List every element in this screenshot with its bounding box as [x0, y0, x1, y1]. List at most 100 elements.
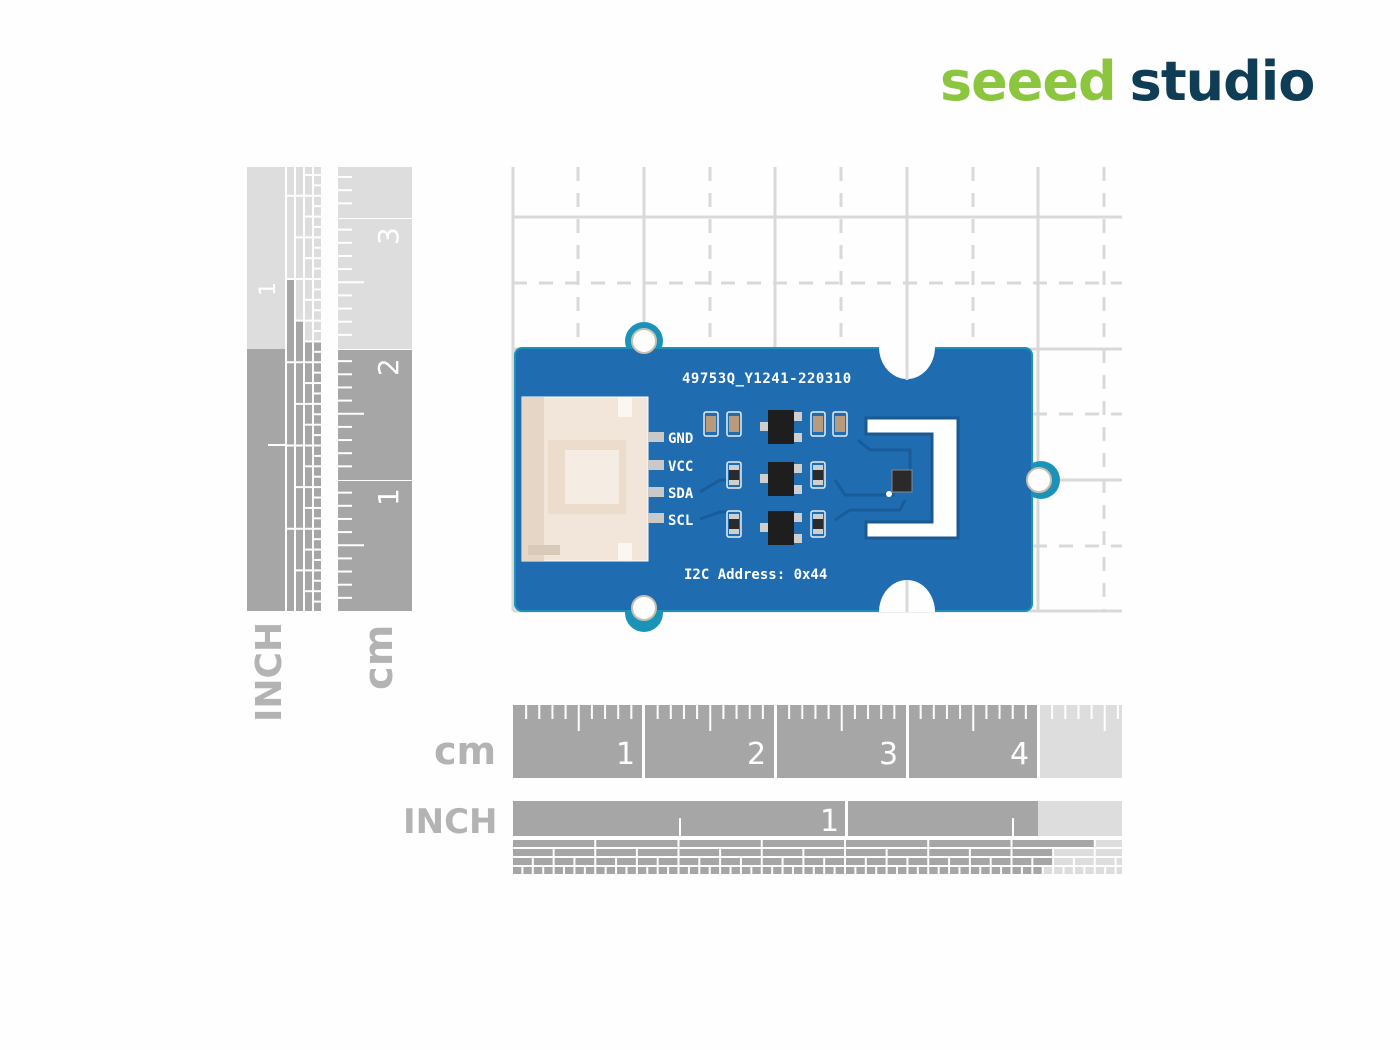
- inch-subdivision-block: [314, 508, 321, 518]
- inch-subdivision-block: [314, 560, 321, 570]
- inch-subdivision-block: [1033, 867, 1042, 874]
- inch-subdivision-block: [1054, 867, 1063, 874]
- inch-subdivision-block: [752, 867, 761, 874]
- inch-subdivision-block: [637, 849, 678, 856]
- inch-subdivision-block: [314, 352, 321, 362]
- inch-subdivision-block: [314, 519, 321, 528]
- vertical-cm-tick-1: 1: [372, 488, 405, 506]
- inch-subdivision-block: [825, 858, 844, 865]
- inch-subdivision-block: [314, 196, 321, 206]
- inch-subdivision-block: [523, 867, 532, 874]
- inch-subdivision-block: [314, 394, 321, 403]
- inch-subdivision-block: [296, 404, 303, 445]
- logo-studio: studio: [1129, 50, 1316, 113]
- inch-subdivision-block: [296, 196, 303, 237]
- inch-subdivision-block: [296, 321, 303, 362]
- inch-subdivision-block: [596, 858, 616, 865]
- inch-subdivision-block: [565, 867, 574, 874]
- inch-subdivision-block: [721, 867, 730, 874]
- inch-subdivision-block: [296, 280, 303, 320]
- vertical-inch-ruler: 1: [247, 167, 321, 611]
- inch-subdivision-block: [1022, 867, 1032, 874]
- inch-subdivision-block: [305, 217, 312, 237]
- inch-subdivision-block: [783, 867, 792, 874]
- inch-subdivision-block: [1033, 858, 1053, 865]
- inch-subdivision-block: [1012, 840, 1094, 847]
- inch-subdivision-block: [866, 867, 876, 874]
- inch-subdivision-block: [1064, 867, 1073, 874]
- inch-subdivision-block: [1012, 849, 1053, 856]
- inch-subdivision-block: [314, 404, 321, 414]
- mosfet: [768, 511, 794, 545]
- mosfet-pin: [760, 422, 768, 431]
- inch-subdivision-block: [305, 467, 312, 487]
- board-part-code: 49753Q_Y1241-220310: [682, 371, 852, 387]
- inch-subdivision-block: [314, 602, 321, 611]
- inch-subdivision-block: [762, 867, 772, 874]
- inch-subdivision-block: [835, 867, 844, 874]
- inch-subdivision-block: [741, 858, 761, 865]
- inch-subdivision-block: [1054, 858, 1073, 865]
- vertical-cm-tick-2: 2: [372, 358, 405, 376]
- inch-subdivision-block: [1095, 858, 1115, 865]
- inch-subdivision-block: [627, 867, 636, 874]
- inch-subdivision-block: [287, 446, 294, 528]
- inch-subdivision-block: [314, 550, 321, 559]
- grove-connector: [521, 396, 664, 562]
- inch-subdivision-block: [314, 342, 321, 351]
- vertical-inch-tick-1: 1: [256, 282, 281, 296]
- inch-subdivision-block: [991, 867, 1001, 874]
- pin-label-sda: SDA: [668, 486, 694, 502]
- inch-subdivision-block: [554, 858, 574, 865]
- inch-subdivision-block: [950, 858, 969, 865]
- inch-subdivision-block: [637, 867, 647, 874]
- inch-subdivision-block: [305, 167, 312, 174]
- inch-subdivision-block: [305, 280, 312, 299]
- inch-subdivision-block: [305, 508, 312, 528]
- inch-subdivision-block: [513, 840, 595, 847]
- seeed-studio-logo: seeed studio: [940, 50, 1316, 113]
- inch-subdivision-block: [305, 446, 312, 466]
- mosfet-pin: [794, 433, 802, 442]
- inch-subdivision-block: [544, 867, 553, 874]
- inch-subdivision-block: [305, 238, 312, 258]
- inch-subdivision-block: [314, 217, 321, 226]
- inch-subdivision-block: [710, 867, 720, 874]
- inch-subdivision-block: [314, 467, 321, 476]
- inch-subdivision-block: [314, 425, 321, 435]
- inch-subdivision-block: [846, 840, 928, 847]
- vertical-cm-ruler: 1 2 3: [338, 167, 412, 611]
- inch-subdivision-block: [314, 207, 321, 216]
- inch-subdivision-block: [296, 167, 303, 195]
- inch-subdivision-block: [296, 571, 303, 611]
- inch-subdivision-block: [731, 867, 740, 874]
- horizontal-inch-tick-1: 1: [820, 804, 839, 839]
- inch-subdivision-block: [314, 238, 321, 247]
- inch-subdivision-block: [575, 858, 595, 865]
- capacitor-body: [813, 416, 823, 432]
- inch-subdivision-block: [804, 867, 813, 874]
- pcb-traces: [699, 438, 912, 522]
- inch-subdivision-block: [762, 840, 844, 847]
- inch-subdivision-block: [314, 446, 321, 455]
- resistor-body: [813, 470, 823, 480]
- inch-subdivision-block: [658, 867, 668, 874]
- inch-subdivision-block: [305, 175, 312, 195]
- inch-subdivision-block: [669, 867, 678, 874]
- inch-subdivision-block: [793, 867, 803, 874]
- inch-subdivision-block: [679, 858, 699, 865]
- grove-sensor-board: 49753Q_Y1241-220310 GND VCC SDA SCL: [514, 322, 1060, 632]
- inch-subdivision-block: [877, 867, 886, 874]
- capacitor-body: [729, 416, 739, 432]
- inch-subdivision-block: [1074, 858, 1094, 865]
- mosfet-pin: [794, 534, 802, 543]
- inch-subdivision-block: [287, 529, 294, 611]
- inch-subdivision-block: [596, 867, 605, 874]
- inch-subdivision-block: [970, 849, 1011, 856]
- inch-subdivision-block: [700, 858, 720, 865]
- sensor-keepout-window: [864, 416, 960, 540]
- resistor-body: [729, 470, 739, 480]
- inch-subdivision-block: [929, 840, 1011, 847]
- inch-subdivision-block: [856, 867, 865, 874]
